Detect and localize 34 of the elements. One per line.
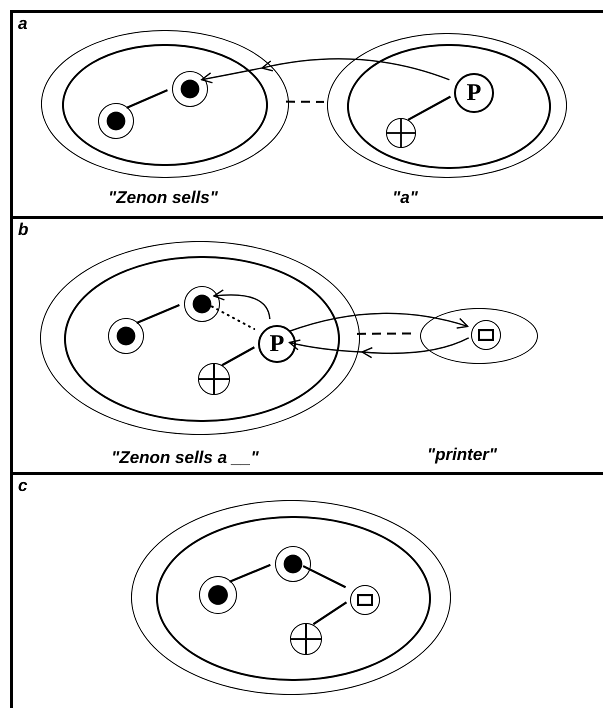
- dotted-line: [210, 305, 256, 330]
- p-circle-node: P: [454, 73, 494, 113]
- arrow: [288, 312, 468, 332]
- p-circle-node: P: [258, 325, 296, 363]
- panel-letter: b: [18, 221, 28, 239]
- small-ellipse: [420, 308, 538, 364]
- connector-line: [408, 96, 451, 121]
- outer-ellipse: [41, 30, 289, 178]
- connector-line: [221, 346, 255, 366]
- connector-line: [302, 565, 346, 588]
- panel-letter: a: [18, 15, 28, 33]
- panel: [10, 472, 603, 708]
- connector-line: [312, 601, 348, 626]
- connector-line: [126, 89, 168, 109]
- arrow: [213, 289, 270, 320]
- arrow: [288, 337, 469, 358]
- inner-ellipse: [64, 256, 340, 422]
- arrow: [200, 58, 450, 84]
- dashed-line: [286, 100, 324, 103]
- inner-ellipse: [62, 44, 268, 166]
- node-label: "a": [392, 188, 418, 208]
- panel: [10, 10, 603, 216]
- node-label: "Zenon sells a __": [111, 448, 259, 468]
- node-label: "Zenon sells": [108, 188, 218, 208]
- outer-ellipse: [327, 33, 567, 178]
- connector-line: [136, 304, 180, 324]
- outer-ellipse: [131, 500, 451, 695]
- outer-ellipse: [40, 241, 360, 435]
- connector-line: [229, 564, 271, 583]
- panel-letter: c: [18, 477, 28, 495]
- inner-ellipse: [156, 516, 431, 681]
- panel: [10, 216, 603, 472]
- label: "printer": [427, 445, 497, 465]
- inner-ellipse: [347, 44, 551, 169]
